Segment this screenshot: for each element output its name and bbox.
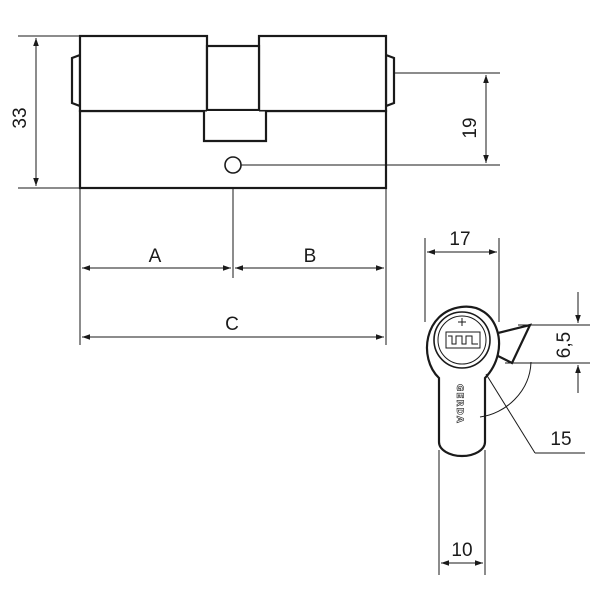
keyway <box>445 318 481 349</box>
dim-label-a: A <box>149 246 162 267</box>
profile-view: GERDA <box>425 305 532 458</box>
right-end-cap <box>384 53 396 108</box>
right-plug <box>257 34 388 113</box>
dim-label-6-5: 6,5 <box>554 332 575 358</box>
dim-label-15: 15 <box>550 429 571 450</box>
profile-dimensions: 17 6,5 15 10 <box>424 229 590 575</box>
dim-label-33: 33 <box>10 107 31 128</box>
plug-face <box>433 311 491 369</box>
left-end-cap <box>70 53 82 108</box>
side-view <box>70 34 396 190</box>
side-dimensions: 33 19 A B C <box>10 35 500 345</box>
dim-label-c: C <box>225 314 239 335</box>
plug-face-inner <box>437 315 487 365</box>
cam-tab <box>202 111 268 143</box>
cam-swing-arc <box>479 361 532 418</box>
profile-outline <box>425 305 501 458</box>
dim-label-10: 10 <box>451 540 472 561</box>
left-plug <box>78 34 209 113</box>
dim-label-17: 17 <box>449 229 470 250</box>
leader-15 <box>485 373 536 454</box>
brand-label: GERDA <box>454 384 464 424</box>
cam-slot <box>205 44 261 112</box>
dim-label-b: B <box>304 246 317 267</box>
dim-label-19: 19 <box>460 117 481 138</box>
